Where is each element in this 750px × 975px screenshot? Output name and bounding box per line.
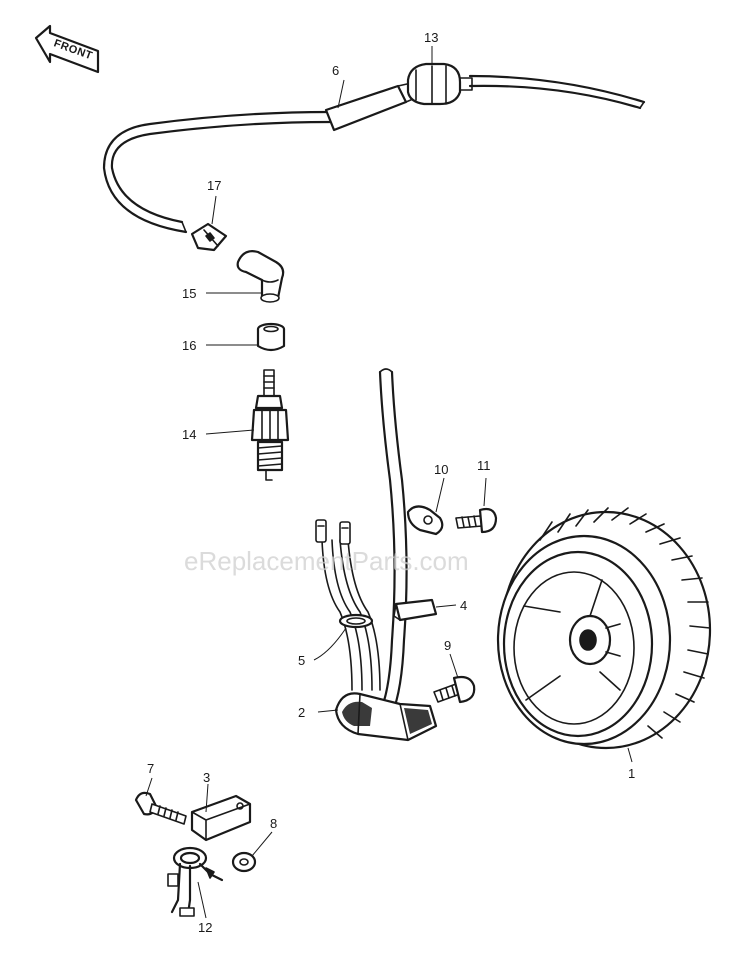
callout-9: 9 bbox=[444, 638, 451, 653]
callout-13: 13 bbox=[424, 30, 438, 45]
callout-6: 6 bbox=[332, 63, 339, 78]
cable-grommet bbox=[406, 62, 473, 106]
wire-clamp bbox=[393, 598, 438, 622]
callout-8: 8 bbox=[270, 816, 277, 831]
callout-5: 5 bbox=[298, 653, 305, 668]
harness-12 bbox=[167, 846, 224, 917]
callout-4: 4 bbox=[460, 598, 467, 613]
callout-10: 10 bbox=[434, 462, 448, 477]
callout-15: 15 bbox=[182, 286, 196, 301]
flywheel-rotor bbox=[496, 507, 712, 750]
plug-cap-seal bbox=[256, 322, 286, 352]
callout-leaders bbox=[145, 46, 633, 919]
callout-7: 7 bbox=[147, 761, 154, 776]
screw-9 bbox=[433, 675, 476, 704]
pulser-wiring bbox=[315, 368, 408, 716]
grommet-bracket bbox=[406, 505, 444, 536]
callout-12: 12 bbox=[198, 920, 212, 935]
callout-11: 11 bbox=[477, 458, 491, 473]
screw-11 bbox=[455, 507, 498, 534]
front-arrow-icon: FRONT bbox=[34, 24, 100, 74]
spark-plug-cap bbox=[236, 250, 285, 303]
callout-16: 16 bbox=[182, 338, 196, 353]
cap-terminal bbox=[190, 222, 228, 252]
bolt-7 bbox=[134, 791, 187, 825]
callout-2: 2 bbox=[298, 705, 305, 720]
watermark-text: eReplacementParts.com bbox=[184, 546, 469, 576]
callout-17: 17 bbox=[207, 178, 221, 193]
pulser-coil bbox=[334, 692, 438, 742]
callout-3: 3 bbox=[203, 770, 210, 785]
ignition-cable bbox=[102, 74, 646, 234]
callout-14: 14 bbox=[182, 427, 196, 442]
spark-plug bbox=[250, 369, 290, 481]
callout-1: 1 bbox=[628, 766, 635, 781]
cover-3 bbox=[190, 794, 252, 842]
washer-8 bbox=[231, 851, 257, 873]
